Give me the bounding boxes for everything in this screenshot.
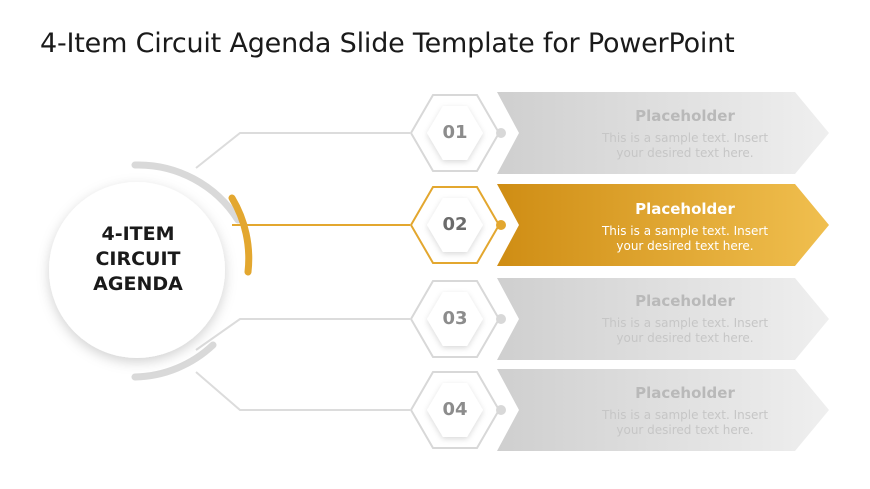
item-body: This is a sample text. Insert your desir… xyxy=(570,408,800,438)
connector-dot xyxy=(496,314,506,324)
item-number-1: 01 xyxy=(442,122,468,143)
connector-dot xyxy=(496,220,506,230)
item-number-4: 04 xyxy=(442,399,468,420)
item-body-line: This is a sample text. Insert xyxy=(601,224,769,238)
item-body-line: your desired text here. xyxy=(616,331,754,345)
item-text-2: Placeholder This is a sample text. Inser… xyxy=(570,200,800,254)
item-title: Placeholder xyxy=(635,200,735,218)
item-text-4: Placeholder This is a sample text. Inser… xyxy=(570,384,800,438)
item-number-3: 03 xyxy=(442,308,468,329)
center-label: 4-ITEM CIRCUIT AGENDA xyxy=(52,203,224,315)
arrow-card xyxy=(497,92,829,174)
center-label-line-3: AGENDA xyxy=(93,272,183,295)
item-text-3: Placeholder This is a sample text. Inser… xyxy=(570,292,800,346)
connector-dot xyxy=(496,128,506,138)
item-title: Placeholder xyxy=(635,107,735,125)
item-body-line: your desired text here. xyxy=(616,423,754,437)
item-row-4 xyxy=(409,369,829,451)
arrow-card xyxy=(497,369,829,451)
item-title: Placeholder xyxy=(635,292,735,310)
connector-lines xyxy=(195,132,410,411)
item-body-line: This is a sample text. Insert xyxy=(601,316,769,330)
connector-dot xyxy=(496,405,506,415)
hexagon-inner xyxy=(427,106,483,160)
item-body-line: This is a sample text. Insert xyxy=(601,131,769,145)
outer-arc-gray-bottom xyxy=(131,341,217,381)
item-body: This is a sample text. Insert your desir… xyxy=(570,131,800,161)
connector-line-3 xyxy=(195,318,410,351)
item-number-2: 02 xyxy=(442,214,468,235)
hexagon-inner xyxy=(427,292,483,346)
item-text-1: Placeholder This is a sample text. Inser… xyxy=(570,107,800,161)
item-row-2 xyxy=(409,184,829,266)
center-circle xyxy=(49,182,225,358)
center-label-line-2: CIRCUIT xyxy=(95,247,181,270)
slide-title: 4-Item Circuit Agenda Slide Template for… xyxy=(40,28,735,59)
outer-arc-accent xyxy=(228,194,253,276)
item-body: This is a sample text. Insert your desir… xyxy=(570,224,800,254)
outer-arc-gray xyxy=(131,161,242,224)
arrow-card xyxy=(497,278,829,360)
item-row-3 xyxy=(409,278,829,360)
item-body-line: your desired text here. xyxy=(616,146,754,160)
item-row-1 xyxy=(409,92,829,174)
item-body-line: This is a sample text. Insert xyxy=(601,408,769,422)
arrow-card xyxy=(497,184,829,266)
connector-line-4 xyxy=(195,371,410,411)
item-title: Placeholder xyxy=(635,384,735,402)
center-label-line-1: 4-ITEM xyxy=(101,222,175,245)
hexagon-inner xyxy=(427,383,483,437)
item-body-line: your desired text here. xyxy=(616,239,754,253)
item-body: This is a sample text. Insert your desir… xyxy=(570,316,800,346)
hexagon-inner xyxy=(427,198,483,252)
connector-line-1 xyxy=(195,132,410,169)
